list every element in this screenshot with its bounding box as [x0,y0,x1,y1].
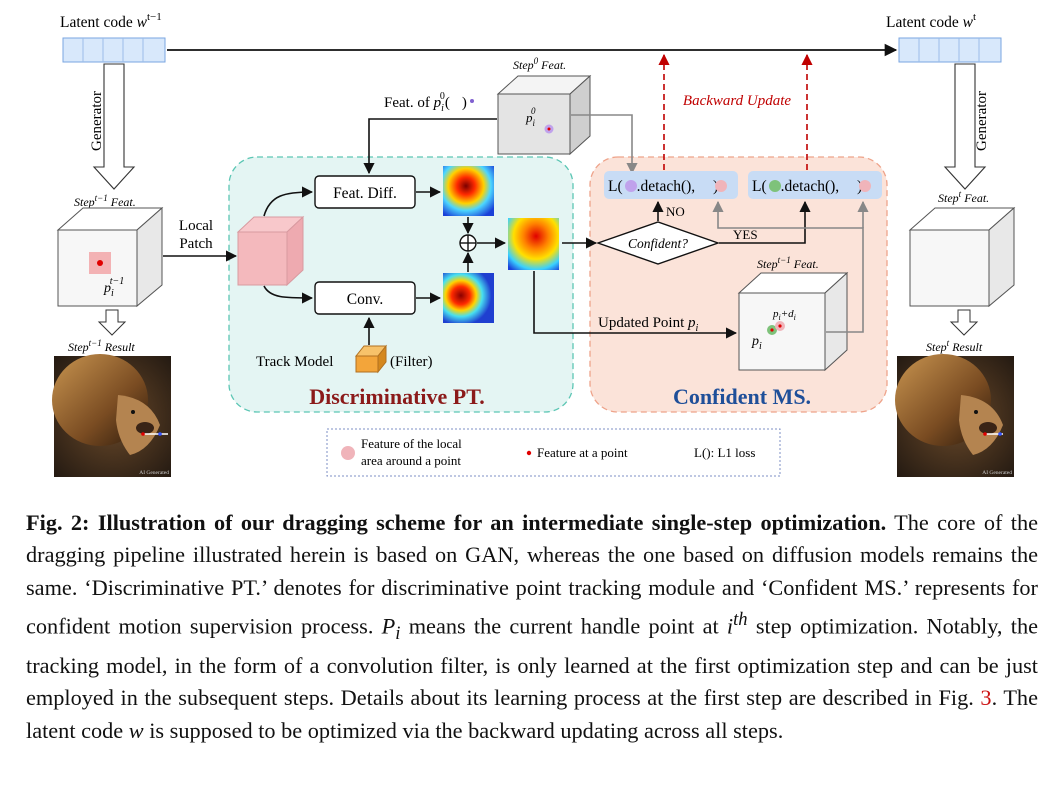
latent-code-right [898,37,1002,63]
svg-text:AI Generated: AI Generated [982,470,1012,476]
result-right-label: Stept Result [926,338,983,354]
feat-of-label: Feat. of pi0() [384,91,467,114]
latent-code-left [62,37,166,63]
heatmap-conv [443,273,494,323]
caption-sentence-1: The core of the dragging pipeline illust… [26,510,1039,639]
feat-mid-label: Stept−1 Feat. [757,255,819,271]
svg-text:pi+di: pi+di [772,308,796,322]
legend-point: Feature at a point [537,445,628,460]
generator-arrow-left: Generator [89,63,136,190]
point-marker [97,260,103,266]
heatmap-fused [508,218,559,270]
track-model-filter-icon [354,344,388,374]
conv-box [314,281,416,315]
confident-label: Confident? [628,236,688,251]
patch-to-diff-arrow [263,186,314,217]
no-label: NO [666,204,685,219]
track-model-label: Track Model [256,354,333,370]
figure-ref-link[interactable]: 3 [980,685,992,711]
patch-to-conv-arrow [263,285,314,304]
legend-local-area-1: Feature of the local [361,436,462,451]
legend-box [326,428,781,477]
confident-ms-title: Confident MS. [673,384,811,409]
caption-title: Illustration of our dragging scheme for … [97,510,887,535]
feat-diff-label: Feat. Diff. [333,185,397,202]
lion-result-right: AI Generated [895,354,1014,477]
svg-text:AI Generated: AI Generated [139,470,169,476]
svg-text:pi0: pi0 [525,106,536,128]
step0-to-loss-arrow [571,114,638,175]
filter-label: (Filter) [390,354,433,370]
legend-local-area-2: area around a point [361,453,461,468]
local-patch-label-2: Patch [179,236,213,252]
result-arrow-left [97,309,127,336]
result-arrow-right [949,309,979,336]
conv-label: Conv. [347,291,383,308]
svg-text:pi: pi [751,334,762,352]
figure-caption: Fig. 2: Illustration of our dragging sch… [26,510,1039,743]
confident-diamond [595,221,721,265]
updated-point-arrow [533,271,738,339]
local-patch-cube [236,215,305,287]
feat-step0-label: Step0 Feat. [513,56,566,72]
loss-box-2: L(.detach(), ) [748,171,882,199]
pipeline-figure: Latent code wt−1 Latent code wt Generato… [52,11,1016,477]
feat-diff-box [314,175,416,209]
caption-fig-label: Fig. 2: [26,510,90,535]
svg-text:Generator: Generator [974,91,990,151]
local-patch-label-1: Local [179,218,213,234]
feature-cube-right [908,206,1016,308]
svg-text:L(.detach(), ): L(.detach(), ) [752,178,862,195]
feature-cube-mid: pi+di pi [737,271,849,372]
feat-left-label: Stept−1 Feat. [74,193,136,209]
loss-box-1: L(.detach(), ) [604,171,738,199]
generator-arrow-right: Generator [943,63,990,190]
feature-cube-left: pit−1 [56,206,164,308]
feature-cube-step0: pi0 [496,74,592,156]
backward-update-label: Backward Update [683,93,792,109]
svg-text:Generator: Generator [89,91,105,151]
result-left-label: Stept−1 Result [68,338,135,354]
latent-code-right-label: Latent code wt [886,11,976,31]
lion-result-left: AI Generated [52,354,171,477]
legend-loss: L(): L1 loss [694,445,755,460]
feat-right-label: Stept Feat. [938,189,989,205]
updated-point-label: Updated Point pi [598,315,699,334]
step0-to-diff-arrow [363,118,497,175]
latent-code-left-label: Latent code wt−1 [60,11,162,31]
svg-text:pit−1: pit−1 [103,276,124,299]
heatmap-diff [443,166,494,216]
discriminative-pt-title: Discriminative PT. [309,384,485,409]
oplus-icon [459,234,477,252]
yes-label: YES [733,227,758,242]
